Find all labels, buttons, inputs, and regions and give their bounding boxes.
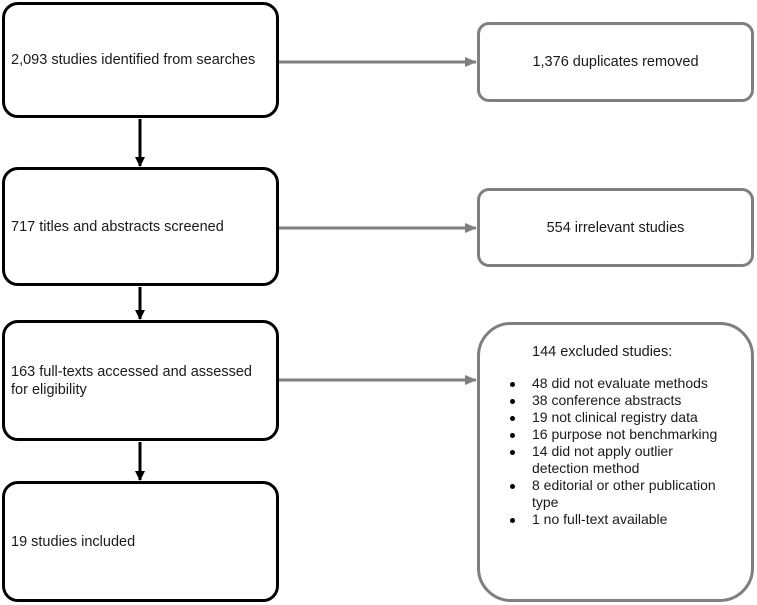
- excluded-studies-box: 144 excluded studies: 48 did not evaluat…: [477, 322, 754, 602]
- screened-studies-text: 717 titles and abstracts screened: [11, 218, 224, 235]
- fulltext-assessed-box: 163 full-texts accessed and assessed for…: [2, 320, 279, 441]
- exclusion-reason-item: 16 purpose not benchmarking: [508, 426, 733, 443]
- exclusion-reason-item: 38 conference abstracts: [508, 392, 733, 409]
- exclusion-reason-item: 19 not clinical registry data: [508, 409, 733, 426]
- included-studies-text: 19 studies included: [11, 533, 136, 550]
- exclusion-reasons-list: 48 did not evaluate methods 38 conferenc…: [508, 375, 733, 528]
- exclusion-reason-item: 14 did not apply outlier detection metho…: [508, 443, 733, 477]
- screened-studies-box: 717 titles and abstracts screened: [2, 167, 279, 286]
- fulltext-assessed-text: 163 full-texts accessed and assessed for…: [11, 363, 252, 398]
- identified-studies-box: 2,093 studies identified from searches: [2, 2, 279, 118]
- exclusion-reason-item: 48 did not evaluate methods: [508, 375, 733, 392]
- identified-studies-text: 2,093 studies identified from searches: [11, 52, 256, 68]
- irrelevant-studies-text: 554 irrelevant studies: [546, 219, 685, 236]
- exclusion-reason-item: 8 editorial or other publication type: [508, 477, 733, 511]
- exclusion-reason-item: 1 no full-text available: [508, 511, 733, 528]
- irrelevant-studies-box: 554 irrelevant studies: [477, 188, 754, 267]
- included-studies-box: 19 studies included: [2, 481, 279, 602]
- duplicates-removed-text: 1,376 duplicates removed: [532, 54, 699, 70]
- duplicates-removed-box: 1,376 duplicates removed: [477, 22, 754, 102]
- excluded-studies-title: 144 excluded studies:: [532, 344, 673, 360]
